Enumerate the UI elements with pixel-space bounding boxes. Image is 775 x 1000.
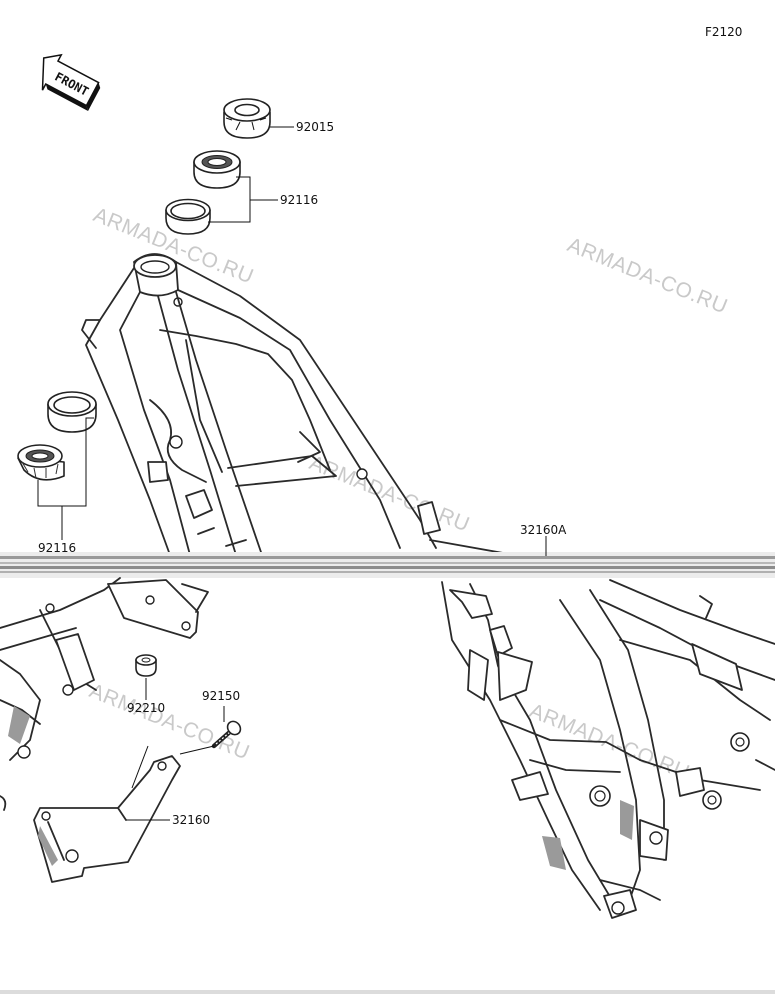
watermark-2: ARMADA-CO.RU — [564, 233, 731, 318]
upper-race — [165, 198, 211, 235]
label-92015: 92015 — [296, 120, 334, 134]
label-92116-lower: 92116 — [38, 541, 76, 555]
leader-92116-lower — [37, 417, 94, 540]
label-32160a: 32160A — [520, 523, 567, 537]
label-92150: 92150 — [202, 689, 240, 703]
rear-frame — [441, 579, 775, 919]
scan-noise-band — [0, 552, 775, 578]
leader-32160 — [126, 745, 215, 821]
upper-bearing — [193, 150, 241, 189]
lower-bearing — [17, 444, 65, 481]
label-32160: 32160 — [172, 813, 210, 827]
front-arrow-icon: FRONT — [41, 53, 101, 111]
label-92116-upper: 92116 — [280, 193, 318, 207]
lower-race — [47, 391, 97, 433]
steering-stem-nut — [223, 98, 271, 139]
label-92210: 92210 — [127, 701, 165, 715]
bolt — [211, 720, 242, 749]
watermarks: ARMADA-CO.RU ARMADA-CO.RU ARMADA-CO.RU A… — [86, 203, 731, 784]
main-frame — [81, 253, 601, 563]
bottom-scan-line — [0, 990, 775, 994]
bracket — [33, 755, 181, 883]
collar — [135, 654, 157, 677]
sub-frame-left — [0, 577, 209, 811]
leader-92116-upper — [208, 176, 278, 223]
figure-code: F2120 — [705, 25, 742, 39]
